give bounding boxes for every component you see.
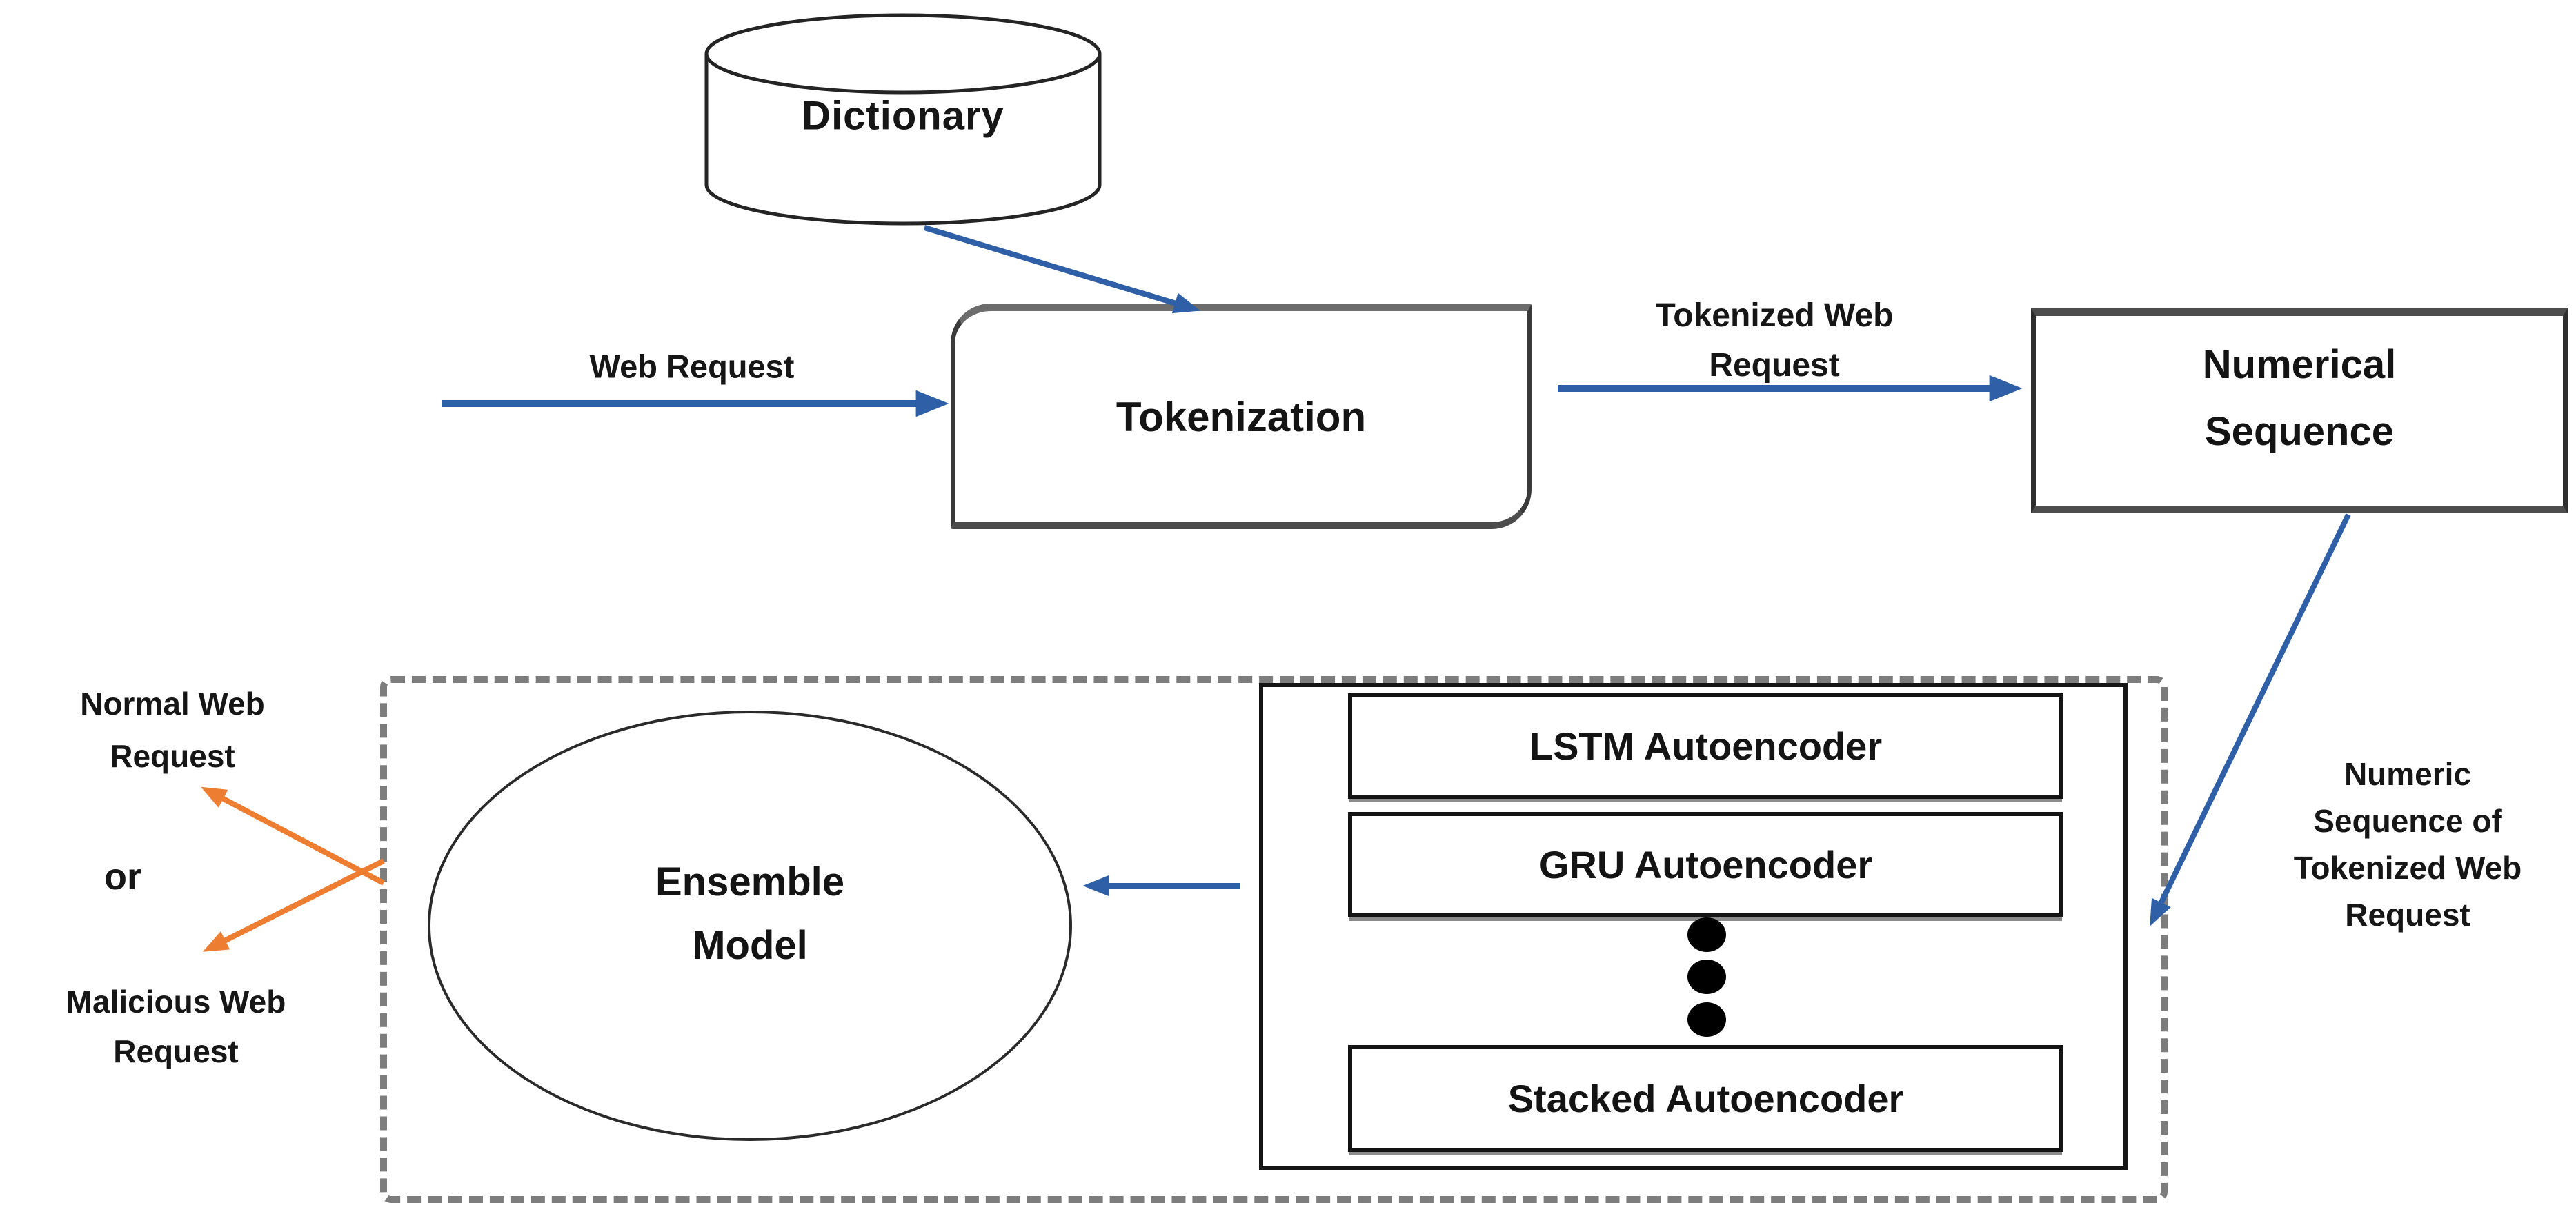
arrow-ensemble-to-normal-web-request (201, 786, 385, 886)
numerical-sequence-label-line2: Sequence (2205, 408, 2394, 454)
malicious-web-request-line2: Request (113, 1033, 239, 1069)
vertical-ellipsis-icon (1687, 1002, 1726, 1037)
gru-autoencoder-box: GRU Autoencoder (1348, 812, 2063, 917)
normal-web-request-line2: Request (110, 738, 235, 774)
ensemble-model-label-line2: Model (692, 923, 808, 968)
stacked-autoencoder-label: Stacked Autoencoder (1507, 1077, 1904, 1120)
ensemble-model-label-line1: Ensemble (655, 860, 844, 904)
normal-web-request-label: Normal Web Request (80, 677, 265, 782)
numeric-sequence-line2: Sequence of (2313, 803, 2502, 839)
dictionary-label: Dictionary (802, 93, 1004, 139)
numeric-sequence-line3: Tokenized Web (2293, 850, 2522, 886)
numeric-sequence-line1: Numeric (2344, 756, 2472, 792)
dictionary-cylinder (704, 11, 1102, 233)
malicious-web-request-label: Malicious Web Request (66, 977, 286, 1076)
database-cylinder-icon (704, 13, 1102, 226)
malicious-web-request-line1: Malicious Web (66, 984, 286, 1020)
tokenized-web-request-line2: Request (1709, 347, 1840, 384)
arrow-ensemble-to-malicious-web-request (202, 858, 385, 952)
numeric-sequence-edge-label: Numeric Sequence of Tokenized Web Reques… (2294, 751, 2522, 938)
vertical-ellipsis-icon (1687, 960, 1726, 994)
stacked-autoencoder-box: Stacked Autoencoder (1348, 1045, 2063, 1152)
lstm-autoencoder-label: LSTM Autoencoder (1529, 724, 1883, 768)
numerical-sequence-box: Numerical Sequence (2031, 308, 2568, 513)
numerical-sequence-label-line1: Numerical (2202, 341, 2397, 387)
tokenized-web-request-edge-label: Tokenized Web Request (1656, 291, 1894, 390)
ensemble-model-circle: Ensemble Model (428, 711, 1072, 1141)
arrow-dictionary-to-tokenization (923, 225, 1200, 314)
numeric-sequence-line4: Request (2345, 897, 2470, 933)
gru-autoencoder-label: GRU Autoencoder (1538, 843, 1873, 886)
lstm-autoencoder-box: LSTM Autoencoder (1348, 693, 2063, 799)
tokenized-web-request-line1: Tokenized Web (1655, 297, 1894, 334)
or-label: or (104, 856, 141, 897)
web-request-edge-label: Web Request (589, 348, 795, 385)
normal-web-request-line1: Normal Web (80, 686, 265, 722)
tokenization-box: Tokenization (951, 304, 1532, 529)
tokenization-label: Tokenization (1116, 393, 1367, 440)
vertical-ellipsis-icon (1687, 917, 1726, 952)
